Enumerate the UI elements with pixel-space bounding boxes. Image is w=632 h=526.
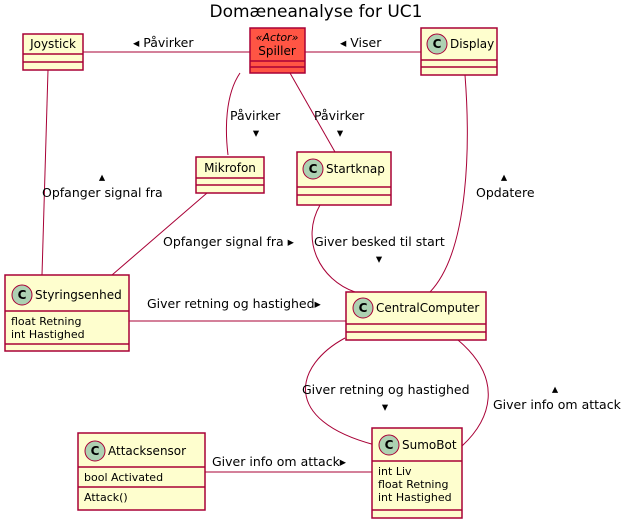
label-mikrofon-styringsenhed: Opfanger signal fra ▸ xyxy=(163,234,295,249)
label-attacksensor-sumobot: Giver info om attack▸ xyxy=(212,454,347,469)
edge-spiller-startknap xyxy=(289,72,336,153)
attacksensor-node: C Attacksensor bool Activated Attack() xyxy=(77,432,206,511)
styringsenhed-node: C Styringsenhed float Retning int Hastig… xyxy=(4,274,130,352)
mikrofon-name: Mikrofon xyxy=(204,161,256,175)
centralcomputer-class-icon xyxy=(352,297,374,319)
attacksensor-method: Attack() xyxy=(84,491,128,504)
arrow-display-centralcomputer: ▴ xyxy=(501,169,508,184)
attacksensor-attr: bool Activated xyxy=(84,471,163,484)
edge-startknap-centralcomputer xyxy=(311,204,356,293)
label-styringsenhed-centralcomputer: Giver retning og hastighed▸ xyxy=(147,296,322,311)
label-sumobot-centralcomputer: Giver info om attack xyxy=(493,397,622,412)
sumobot-attr: int Hastighed xyxy=(378,491,452,504)
display-name: Display xyxy=(450,37,494,51)
spiller-stereotype: «Actor» xyxy=(256,31,299,44)
sumobot-node: C SumoBot int Liv float Retning int Hast… xyxy=(371,427,463,519)
styringsenhed-class-icon xyxy=(11,284,33,306)
arrow-centralcomputer-sumobot: ▾ xyxy=(382,399,389,414)
centralcomputer-name: CentralComputer xyxy=(376,301,479,315)
label-centralcomputer-sumobot: Giver retning og hastighed xyxy=(302,382,470,397)
arrow-spiller-startknap: ▾ xyxy=(337,125,344,140)
display-class-marker: C xyxy=(433,37,442,51)
sumobot-name: SumoBot xyxy=(402,438,457,452)
display-node: C Display xyxy=(420,27,498,76)
centralcomputer-node: C CentralComputer xyxy=(345,291,487,341)
sumobot-attr: int Liv xyxy=(378,465,412,478)
spiller-name: Spiller xyxy=(258,44,296,58)
edge-mikrofon-styringsenhed xyxy=(111,192,208,276)
edge-joystick-styringsenhed xyxy=(41,69,49,276)
arrow-spiller-mikrofon: ▾ xyxy=(253,125,260,140)
attacksensor-name: Attacksensor xyxy=(108,444,186,458)
styringsenhed-attr: float Retning xyxy=(11,315,81,328)
startknap-node: C Startknap xyxy=(296,151,392,206)
display-class-icon xyxy=(426,33,448,55)
label-joystick-styringsenhed: Opfanger signal fra xyxy=(42,185,163,200)
edge-spiller-mikrofon xyxy=(225,72,241,156)
diagram-title: Domæneanalyse for UC1 xyxy=(210,2,423,22)
label-spiller-joystick: ◂ Påvirker xyxy=(133,35,194,50)
styringsenhed-attr: int Hastighed xyxy=(11,328,85,341)
mikrofon-node: Mikrofon xyxy=(195,156,265,194)
edge-centralcomputer-sumobot-b xyxy=(457,339,489,447)
startknap-name: Startknap xyxy=(326,162,385,176)
styringsenhed-name: Styringsenhed xyxy=(35,288,122,302)
sumobot-attr: float Retning xyxy=(378,478,448,491)
label-spiller-display: ◂ Viser xyxy=(340,35,382,50)
sumobot-class-icon xyxy=(378,434,400,456)
centralcomputer-class-marker: C xyxy=(359,301,368,315)
attacksensor-class-icon xyxy=(84,440,106,462)
joystick-node: Joystick xyxy=(22,33,84,71)
edge-centralcomputer-sumobot-a xyxy=(304,337,376,446)
arrow-sumobot-centralcomputer: ▴ xyxy=(552,381,559,396)
startknap-class-marker: C xyxy=(309,162,318,176)
attacksensor-class-marker: C xyxy=(91,444,100,458)
sumobot-class-marker: C xyxy=(385,438,394,452)
startknap-class-icon xyxy=(302,158,324,180)
arrow-startknap-centralcomputer: ▾ xyxy=(376,251,383,266)
spiller-actor-node: «Actor» Spiller xyxy=(249,27,306,74)
label-spiller-mikrofon: Påvirker xyxy=(230,108,281,123)
styringsenhed-class-marker: C xyxy=(18,288,27,302)
edge-display-centralcomputer xyxy=(429,74,468,293)
label-spiller-startknap: Påvirker xyxy=(314,108,365,123)
label-display-centralcomputer: Opdatere xyxy=(476,185,535,200)
label-startknap-centralcomputer: Giver besked til start xyxy=(314,234,445,249)
arrow-joystick-styringsenhed: ▴ xyxy=(99,169,106,184)
joystick-name: Joystick xyxy=(29,37,76,51)
